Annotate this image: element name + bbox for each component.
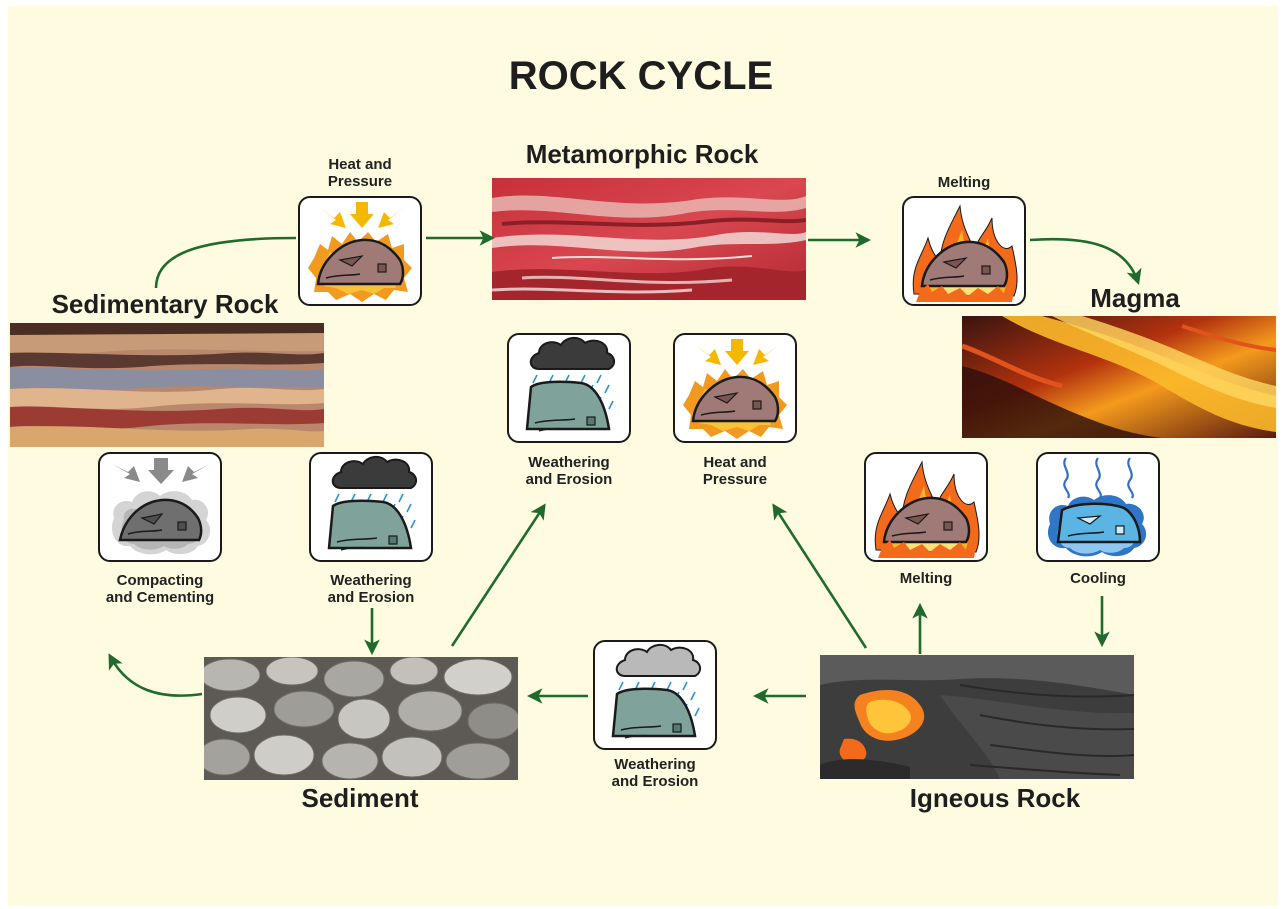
- melting-top-caption: Melting: [894, 174, 1034, 191]
- sediment-photo: [204, 657, 518, 780]
- igneous-rock-photo: [820, 655, 1134, 779]
- compacting-cementing-icon: [98, 452, 222, 562]
- sedimentary-rock-photo: [10, 323, 324, 447]
- magma-photo: [962, 316, 1276, 438]
- melting-icon: [864, 452, 988, 562]
- heat-pressure-icon: [673, 333, 797, 443]
- cooling-caption: Cooling: [1028, 570, 1168, 587]
- metamorphic-rock-photo: [492, 178, 806, 300]
- page-title: ROCK CYCLE: [441, 52, 841, 100]
- weathering-erosion-icon: [593, 640, 717, 750]
- sediment-label: Sediment: [260, 782, 460, 814]
- magma-label: Magma: [1060, 282, 1210, 314]
- weathering-erosion-icon: [309, 452, 433, 562]
- weathering-erosion-icon: [507, 333, 631, 443]
- igneous-rock-label: Igneous Rock: [880, 782, 1110, 814]
- heat-pressure-icon: [298, 196, 422, 306]
- metamorphic-rock-label: Metamorphic Rock: [472, 138, 812, 170]
- sedimentary-rock-label: Sedimentary Rock: [20, 288, 310, 320]
- melting-icon: [902, 196, 1026, 306]
- cooling-icon: [1036, 452, 1160, 562]
- melting-right-caption: Melting: [856, 570, 996, 587]
